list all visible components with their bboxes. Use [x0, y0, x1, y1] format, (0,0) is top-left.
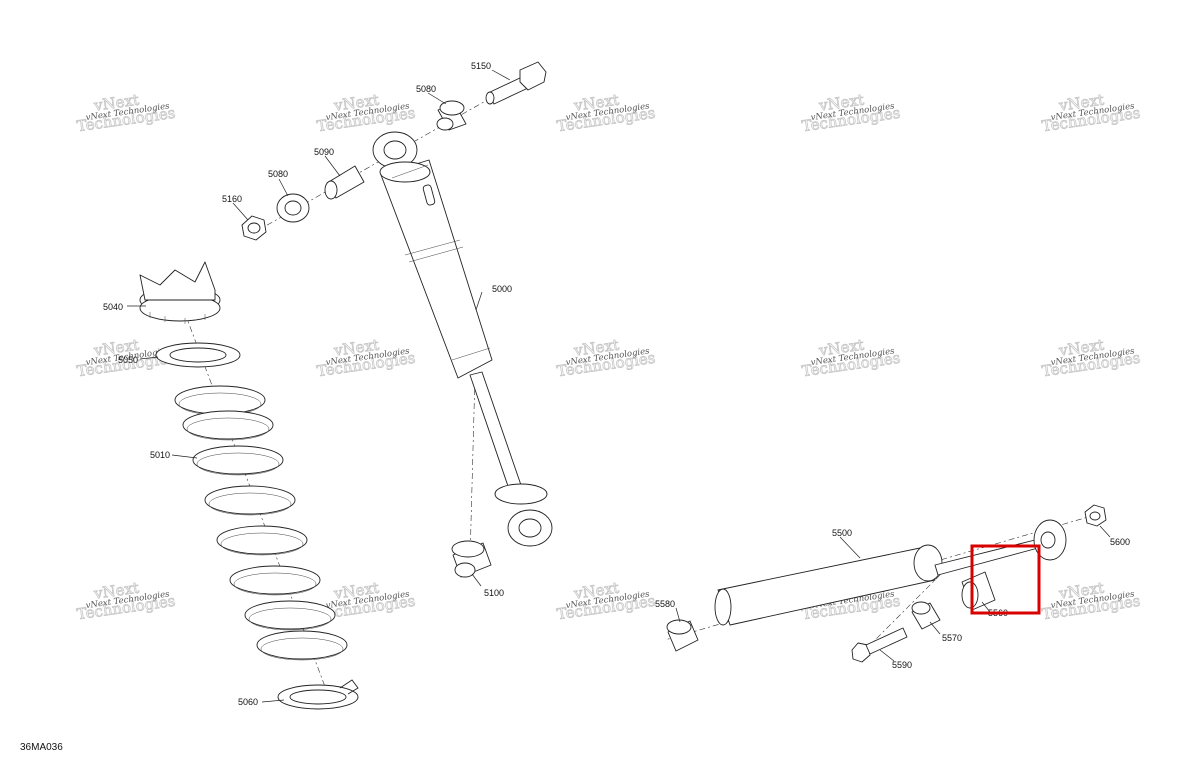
spring-adjuster-5040 — [139, 261, 221, 324]
label-5600: 5600 — [1110, 537, 1130, 547]
spring-coil — [244, 600, 336, 630]
spring-coil-inner — [248, 607, 332, 631]
part-labels: 5150 5080 5090 5080 5160 5040 5050 5000 … — [103, 61, 1130, 707]
sleeve-5570 — [911, 601, 941, 630]
drawing-code: 36MA036 — [20, 742, 63, 753]
sleeve-5090 — [324, 165, 365, 200]
leader-lines — [127, 69, 1111, 703]
spring-coil — [216, 525, 308, 555]
label-5050: 5050 — [118, 355, 138, 365]
label-5000: 5000 — [492, 284, 512, 294]
label-5150: 5150 — [471, 61, 491, 71]
spring-coil — [192, 445, 284, 475]
spring-coil-inner — [208, 492, 292, 516]
label-5060: 5060 — [238, 697, 258, 707]
spring-coil — [182, 410, 274, 440]
lower-retainer-5060 — [277, 679, 359, 710]
bushing-5080-top — [436, 100, 467, 131]
spring-coil — [204, 485, 296, 515]
label-5080-lower: 5080 — [268, 169, 288, 179]
shock-absorber-5000 — [372, 131, 553, 547]
bushing-5580 — [666, 619, 699, 652]
nut-5600 — [1084, 504, 1107, 527]
spring-coil-inner — [196, 452, 280, 476]
bushing-5560 — [961, 571, 996, 611]
label-5040: 5040 — [103, 302, 123, 312]
spring-coil — [174, 385, 266, 415]
spring-retainer-5050 — [155, 342, 241, 368]
label-5570: 5570 — [942, 633, 962, 643]
label-5500: 5500 — [832, 528, 852, 538]
bolt-5150 — [485, 61, 547, 105]
bolt-5590 — [851, 627, 908, 663]
spring-coil — [229, 565, 321, 595]
spring-coil-inner — [220, 532, 304, 556]
label-5100: 5100 — [484, 588, 504, 598]
spring-coil — [256, 630, 348, 660]
coil-spring-5010 — [174, 385, 348, 661]
nut-5160 — [241, 215, 267, 241]
label-5010: 5010 — [150, 450, 170, 460]
label-5590: 5590 — [892, 660, 912, 670]
spring-coil-inner — [233, 572, 317, 596]
bushing-5100 — [451, 540, 492, 578]
bushing-5080-lower — [276, 193, 310, 223]
spring-coil-inner — [186, 417, 270, 441]
label-5080-top: 5080 — [416, 84, 436, 94]
shock-absorber-5500 — [714, 519, 1067, 626]
label-5160: 5160 — [222, 194, 242, 204]
spring-coil-inner — [260, 637, 344, 661]
highlight-box — [970, 544, 1041, 615]
label-5090: 5090 — [314, 147, 334, 157]
label-5580: 5580 — [655, 599, 675, 609]
